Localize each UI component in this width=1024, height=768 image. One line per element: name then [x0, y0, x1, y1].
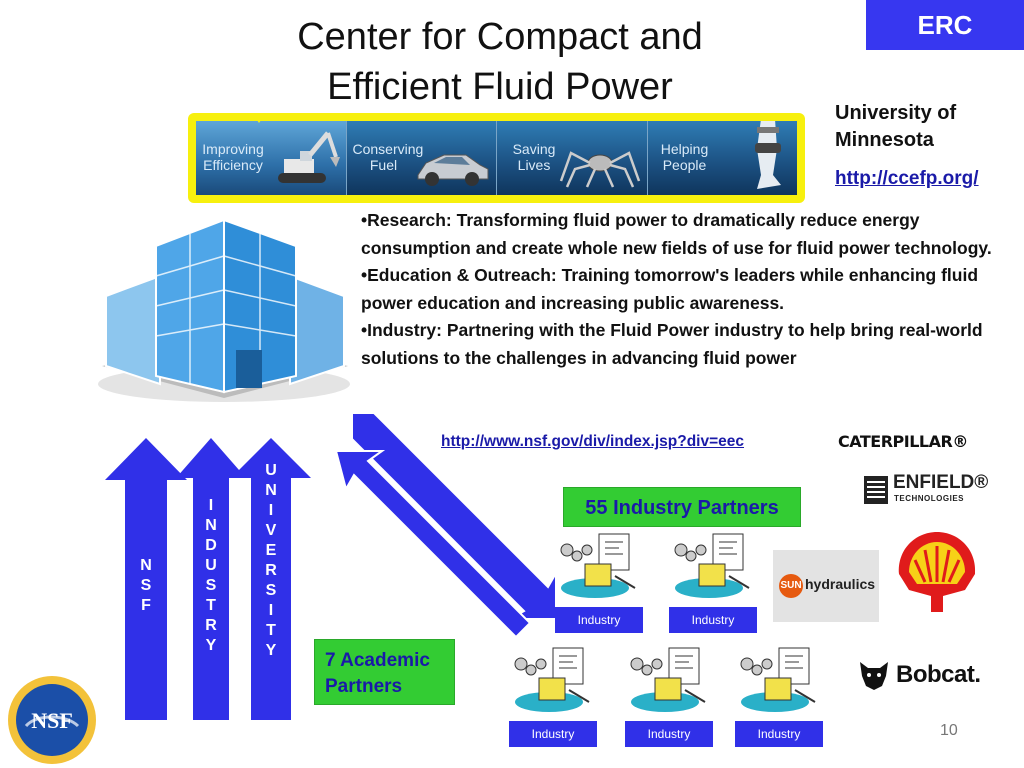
sun-logo-text: hydraulics: [805, 576, 876, 592]
spider-robot-icon: [559, 151, 640, 188]
industry-partners-box: 55 Industry Partners: [563, 487, 801, 527]
slide-title: Center for Compact and Efficient Fluid P…: [230, 12, 770, 112]
page-number: 10: [940, 722, 958, 739]
caterpillar-logo-text: CATERPILLAR®: [838, 432, 968, 451]
academic-partners-box: 7 Academic Partners: [314, 639, 455, 705]
nsf-arrow-text: N S F: [140, 557, 152, 614]
erc-badge: ERC: [866, 0, 1024, 50]
nsf-eec-link[interactable]: http://www.nsf.gov/div/index.jsp?div=eec: [441, 433, 745, 450]
banner-panel-label: Efficiency: [203, 157, 263, 173]
banner-panel-label: Improving: [202, 141, 264, 157]
university-arrow-text: U N I V E R S I T Y: [265, 462, 277, 659]
banner-panel-label: Saving: [512, 141, 556, 157]
title-line-1: Center for Compact and: [297, 16, 703, 58]
excavator-icon: [277, 131, 340, 183]
industry-item: Industry: [735, 644, 825, 747]
title-line-2: Efficient Fluid Power: [327, 66, 673, 108]
caterpillar-logo: CATERPILLAR®: [838, 432, 968, 451]
industry-label: Industry: [735, 721, 823, 747]
banner-panel-label: Helping: [660, 141, 709, 157]
industry-label: Industry: [669, 607, 757, 633]
nsf-logo-text: NSF: [31, 708, 73, 733]
factory-workflow-icon: [740, 647, 816, 712]
industry-item: Industry: [555, 530, 645, 633]
bobcat-head-icon: [860, 662, 888, 690]
nsf-logo: NSF: [8, 676, 96, 764]
industry-label: Industry: [509, 721, 597, 747]
factory-workflow-icon: [514, 647, 590, 712]
industry-arrow: [176, 438, 246, 720]
theme-banner: Improving Efficiency Conserving Fuel: [188, 113, 805, 203]
enfield-mark-icon: [864, 476, 888, 504]
sun-hydraulics-logo: SUN hydraulics: [773, 550, 879, 622]
shell-logo: [898, 532, 976, 612]
banner-panel-fuel: Conserving Fuel: [346, 121, 497, 195]
office-building-icon: [98, 218, 350, 402]
enfield-logo: ENFIELD® TECHNOLOGIES: [860, 472, 988, 508]
industry-label: Industry: [625, 721, 713, 747]
ccefp-link[interactable]: http://ccefp.org/: [835, 168, 979, 189]
banner-panel-people: Helping People: [647, 121, 797, 195]
bobcat-logo: Bobcat.: [856, 658, 981, 699]
bullet-list: •Research: Transforming fluid power to d…: [361, 207, 1021, 372]
leg-brace-icon: [755, 121, 781, 189]
university-line-2: Minnesota: [835, 129, 934, 151]
university-line-1: University of: [835, 102, 957, 124]
enfield-logo-subtext: TECHNOLOGIES: [894, 494, 965, 503]
factory-workflow-icon: [560, 533, 636, 598]
banner-panel-efficiency: Improving Efficiency: [196, 121, 347, 195]
university-arrow: [231, 438, 311, 720]
bullet-industry: •Industry: Partnering with the Fluid Pow…: [361, 320, 983, 368]
banner-panel-label: Lives: [517, 157, 551, 173]
industry-item: Industry: [509, 644, 599, 747]
industry-arrow-text: I N D U S T R Y: [205, 497, 217, 654]
enfield-logo-text: ENFIELD®: [893, 472, 989, 493]
bobcat-logo-text: Bobcat.: [896, 661, 981, 688]
industry-label: Industry: [555, 607, 643, 633]
bullet-research: •Research: Transforming fluid power to d…: [361, 210, 992, 258]
university-name: University of Minnesota: [835, 100, 956, 154]
banner-pointer: [252, 113, 266, 123]
banner-panel-label: Fuel: [369, 157, 398, 173]
banner-panel-lives: Saving Lives: [497, 121, 648, 195]
industry-item: Industry: [625, 644, 715, 747]
car-icon: [417, 154, 489, 186]
nsf-arrow: [105, 438, 187, 720]
factory-workflow-icon: [674, 533, 750, 598]
sun-mark: SUN: [779, 574, 803, 598]
industry-item: Industry: [669, 530, 759, 633]
banner-panel-label: Conserving: [352, 141, 424, 157]
factory-workflow-icon: [630, 647, 706, 712]
banner-panel-label: People: [662, 157, 707, 173]
bullet-education: •Education & Outreach: Training tomorrow…: [361, 265, 979, 313]
diagonal-arrows: [334, 412, 557, 639]
